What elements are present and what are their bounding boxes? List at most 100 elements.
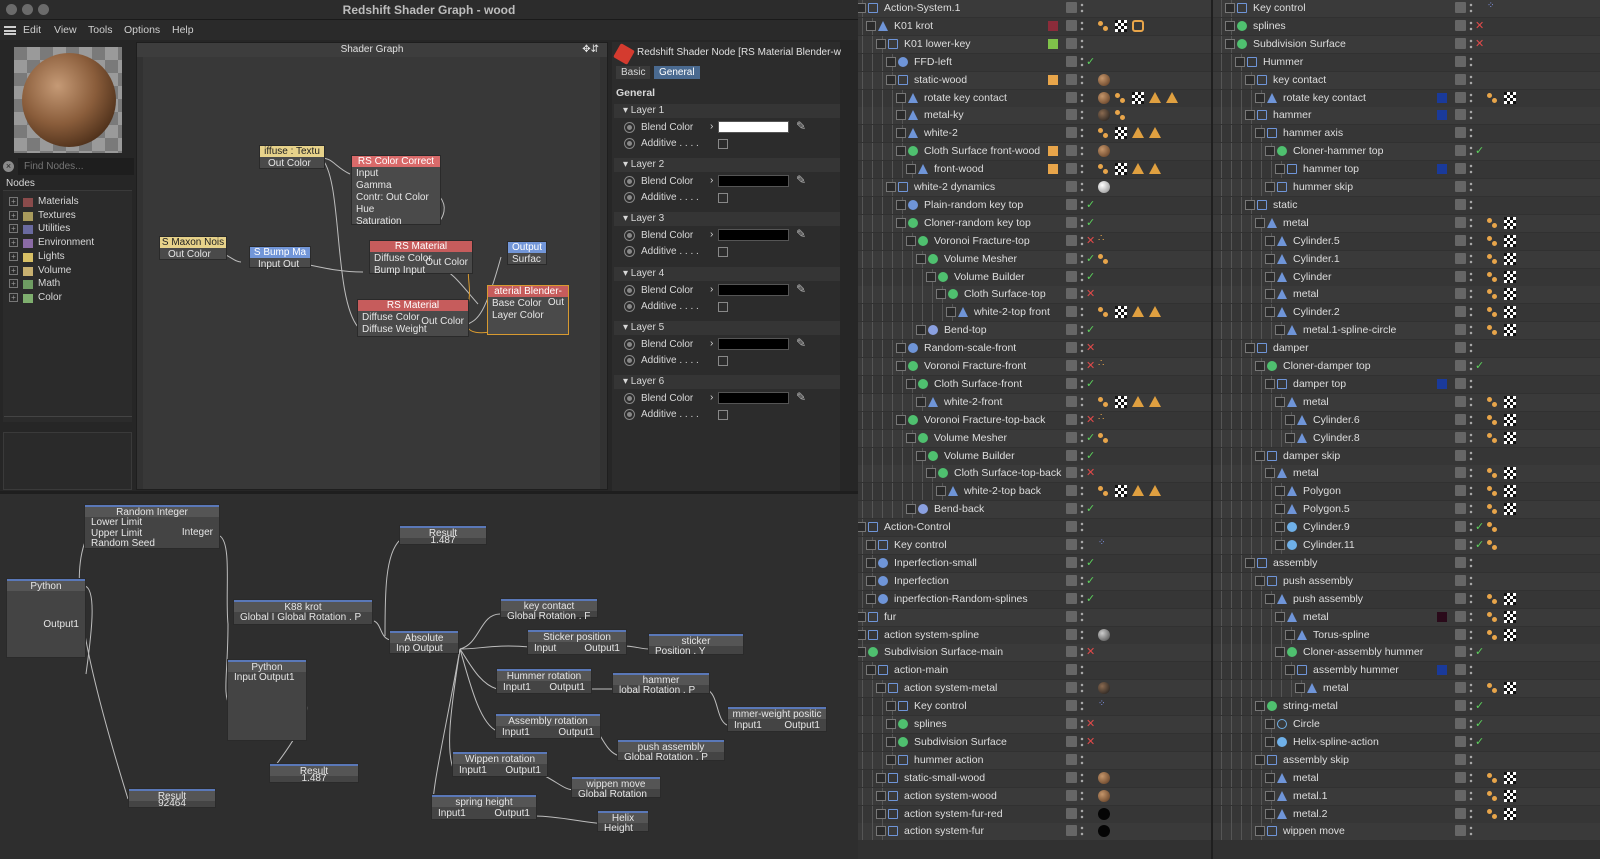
xpresso-port[interactable]: Output1 [505,765,541,776]
object-name[interactable]: white-2-top back [964,485,1042,498]
dynamics-tag-icon[interactable] [1149,306,1161,318]
xpresso-tag-icon[interactable] [1098,164,1103,170]
move-icon[interactable]: ✥⇵ [582,44,599,55]
visibility-dots-icon[interactable] [1469,270,1473,284]
object-name[interactable]: Random-scale-front [924,342,1017,355]
object-name[interactable]: Plain-random key top [924,198,1024,211]
object-name[interactable]: push assembly [1283,574,1354,587]
material-tag-icon[interactable] [1115,306,1127,319]
layer-icon[interactable] [1066,467,1077,479]
xpresso-port[interactable]: Inp Output [396,643,443,654]
expand-toggle-icon[interactable] [1275,325,1285,336]
menu-tools[interactable]: Tools [88,24,113,36]
object-name[interactable]: Polygon.5 [1303,503,1350,516]
material-tag-icon[interactable] [1504,485,1516,498]
tree-row[interactable]: splines✕ [1213,17,1600,35]
layer-icon[interactable] [1455,449,1466,461]
animate-radio-icon[interactable] [624,338,635,350]
visibility-dots-icon[interactable] [1469,377,1473,391]
object-name[interactable]: Voronoi Fracture-top-back [924,413,1046,426]
xpresso-tag-icon[interactable] [1098,128,1103,134]
disabled-x-icon[interactable]: ✕ [1086,234,1096,247]
layer-icon[interactable] [1066,682,1077,694]
layer-icon[interactable] [1066,503,1077,515]
dynamics-tag-icon[interactable] [1149,91,1161,103]
additive-checkbox[interactable] [718,301,728,312]
tree-row[interactable]: Subdivision Surface✕ [1213,35,1600,53]
object-name[interactable]: metal.2 [1293,807,1328,820]
expand-toggle-icon[interactable] [886,719,896,729]
layer-icon[interactable] [1066,360,1077,371]
tree-row[interactable]: static-wood [858,71,1211,89]
object-name[interactable]: Cloth Surface-front [934,377,1023,390]
node-port[interactable]: Out Color [268,158,311,169]
xpresso-tag-icon[interactable] [1492,491,1497,497]
object-name[interactable]: Action-System.1 [884,2,961,14]
layer-icon[interactable] [1066,2,1077,13]
object-name[interactable]: Voronoi Fracture-top [934,234,1030,247]
object-name[interactable]: push assembly [1293,592,1364,605]
visibility-dots-icon[interactable] [1080,628,1084,642]
tree-row[interactable]: Key control⁘ [858,537,1211,554]
layer-icon[interactable] [1066,449,1077,461]
tree-row[interactable]: FFD-left✓ [858,53,1211,71]
node-port[interactable]: Surfac [512,254,541,265]
panel-divider[interactable] [0,491,858,494]
material-tag-icon[interactable] [1132,91,1144,104]
material-tag-icon[interactable] [1504,467,1516,480]
expand-toggle-icon[interactable] [1275,540,1285,550]
object-name[interactable]: Cloth Surface-top-back [954,467,1062,480]
tree-row[interactable]: metal-ky [858,107,1211,125]
animate-radio-icon[interactable] [624,354,635,366]
object-name[interactable]: hammer [1273,109,1312,122]
visibility-dots-icon[interactable] [1080,342,1084,356]
additive-checkbox[interactable] [718,355,728,366]
layer-icon[interactable] [1066,807,1077,819]
object-name[interactable]: action system-metal [904,682,998,695]
object-name[interactable]: assembly [1273,556,1318,569]
layer-header[interactable]: ▾ Layer 3 [614,212,840,227]
wood-material-icon[interactable] [1098,789,1110,802]
xpresso-port[interactable]: Height [604,823,633,834]
expand-toggle-icon[interactable] [906,378,916,389]
wood-material-icon[interactable] [1098,145,1110,158]
tree-row[interactable]: action system-fur-red [858,805,1211,823]
layer-icon[interactable] [1066,628,1077,640]
visibility-dots-icon[interactable] [1469,807,1473,821]
visibility-dots-icon[interactable] [1080,55,1084,69]
node-port[interactable]: Gamma [356,180,392,191]
tree-row[interactable]: inperfection-Random-splines✓ [858,590,1211,608]
expand-toggle-icon[interactable] [1225,38,1235,49]
visibility-dots-icon[interactable] [1469,395,1473,409]
color-picker-icon[interactable]: ✎ [796,227,807,242]
layer-icon[interactable] [1455,91,1466,103]
tree-row[interactable]: white-2-top front [858,304,1211,322]
layer-icon[interactable] [1455,789,1466,801]
visibility-dots-icon[interactable] [1469,2,1473,15]
xpresso-tag-icon[interactable] [1115,92,1120,98]
visibility-dots-icon[interactable] [1080,270,1084,284]
expand-toggle-icon[interactable] [1265,468,1275,479]
object-name[interactable]: Cylinder.1 [1293,252,1340,265]
column-divider[interactable] [1211,0,1213,859]
material-tag-icon[interactable] [1504,306,1516,319]
animate-radio-icon[interactable] [624,192,635,204]
visibility-dots-icon[interactable] [1080,682,1084,696]
object-name[interactable]: white-2 dynamics [914,181,996,193]
object-name[interactable]: Cylinder.5 [1293,234,1340,247]
object-name[interactable]: action system-fur-red [904,807,1003,820]
dynamics-tag-icon[interactable] [1149,395,1161,407]
expand-toggle-icon[interactable] [1255,450,1265,461]
visibility-dots-icon[interactable] [1080,324,1084,338]
tree-row[interactable]: action system-metal [858,680,1211,698]
xpresso-tag-icon[interactable] [1492,276,1497,282]
visibility-dots-icon[interactable] [1469,700,1473,714]
expand-toggle-icon[interactable] [896,110,906,121]
layer-icon[interactable] [1066,664,1077,676]
tree-row[interactable]: Subdivision Surface-main✕ [858,644,1211,662]
object-name[interactable]: Subdivision Surface-main [884,646,1004,659]
expand-toggle-icon[interactable] [1265,289,1275,300]
visibility-dots-icon[interactable] [1469,288,1473,302]
